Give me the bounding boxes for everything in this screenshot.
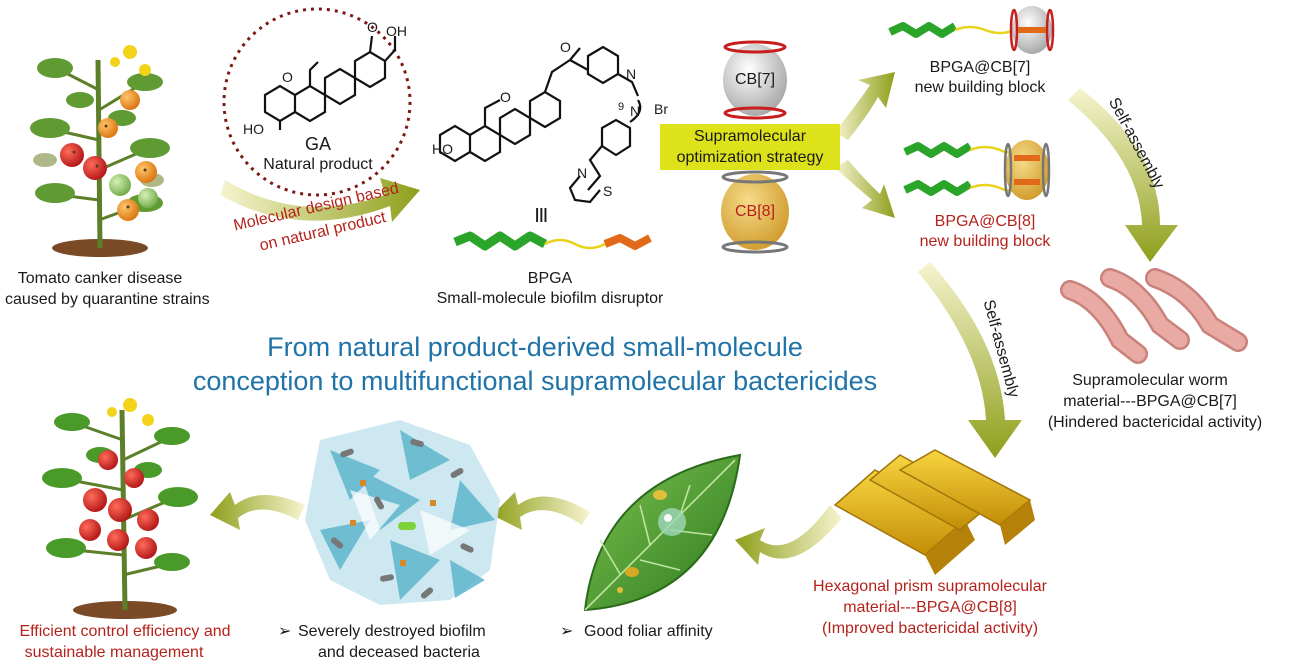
ga-oh-label: OH	[386, 23, 407, 39]
arrow-biofilm-to-plant	[210, 492, 305, 530]
arrow-split-down	[835, 160, 895, 218]
bpga-ho-label: HO	[432, 141, 453, 157]
bpga-nplus-label: N	[630, 103, 641, 119]
bpga-n-label: N	[626, 66, 637, 82]
arrow-split-up	[835, 72, 895, 140]
leaf-illustration	[583, 453, 742, 612]
bpga-chain-9: 9	[618, 101, 625, 113]
ga-label: GA	[305, 134, 332, 154]
bpga-s-label: S	[603, 183, 613, 199]
efficient-label-line1: Efficient control efficiency and	[19, 623, 231, 640]
bpga-br-label: Br	[654, 101, 668, 117]
arrow-self-assembly-1	[1068, 88, 1178, 262]
strategy-line1: Supramolecular	[693, 128, 807, 145]
bpga-cb8-block	[903, 140, 1051, 200]
bpga-description: Small-molecule biofilm disruptor	[436, 290, 664, 307]
bpga-cb7-block	[888, 6, 1055, 54]
arrow-design	[220, 178, 420, 222]
biofilm-illustration	[305, 420, 500, 605]
natural-product-label: Natural product	[263, 156, 373, 173]
biofilm-label-line1: Severely destroyed biofilm	[298, 623, 486, 640]
strategy-box	[660, 124, 840, 170]
bpga-cb8-label-line1: BPGA@CB[8]	[934, 213, 1036, 230]
biofilm-bullet: ➢	[278, 623, 292, 640]
cb8-macrocycle	[721, 170, 789, 254]
bpga-equiv-symbol: |||	[535, 206, 548, 223]
main-title-line1: From natural product-derived small-molec…	[267, 332, 803, 362]
tomato-caption-line2: caused by quarantine strains	[5, 291, 210, 308]
supramolecular-worms	[1060, 268, 1248, 364]
cb7-macrocycle	[723, 40, 787, 120]
bpga-cb8-label-line2: new building block	[919, 233, 1051, 250]
foliar-bullet: ➢	[560, 623, 574, 640]
bpga-schematic	[453, 231, 652, 251]
cb7-label: CB[7]	[735, 71, 776, 88]
strategy-line2: optimization strategy	[676, 149, 824, 166]
hexagonal-prisms	[833, 449, 1035, 575]
bpga-amide-o-label: O	[560, 39, 571, 55]
foliar-label: Good foliar affinity	[584, 623, 713, 640]
bpga-n2-label: N	[577, 165, 588, 181]
bpga-cb7-label-line1: BPGA@CB[7]	[929, 59, 1031, 76]
diseased-tomato-plant	[30, 45, 170, 257]
bpga-cb7-label-line2: new building block	[914, 79, 1046, 96]
bpga-structure	[438, 45, 642, 204]
ga-ho-label: HO	[243, 121, 264, 137]
tomato-caption-line1: Tomato canker disease	[17, 270, 183, 287]
arrow-self-assembly-2	[918, 262, 1022, 458]
hex-label-line2: material---BPGA@CB[8]	[843, 599, 1017, 616]
ga-acid-o-label: O	[367, 19, 378, 35]
worm-label-line1: Supramolecular worm	[1072, 372, 1228, 389]
worm-label-line2: material---BPGA@CB[7]	[1063, 393, 1237, 410]
main-title: From natural product-derived small-molec…	[130, 330, 940, 398]
main-title-line2: conception to multifunctional supramolec…	[192, 366, 878, 396]
hex-label-line3: (Improved bactericidal activity)	[821, 620, 1039, 637]
healthy-tomato-plant	[42, 398, 198, 619]
hex-label-line1: Hexagonal prism supramolecular	[813, 578, 1047, 595]
bpga-name: BPGA	[527, 270, 573, 287]
ga-structure	[263, 35, 397, 130]
bpga-keto-o-label: O	[500, 89, 511, 105]
biofilm-label-line2: and deceased bacteria	[318, 644, 480, 661]
cb8-label: CB[8]	[735, 203, 776, 220]
ga-keto-o-label: O	[282, 69, 293, 85]
arrow-prism-to-leaf	[735, 505, 842, 565]
worm-label-line3: (Hindered bactericidal activity)	[1047, 414, 1263, 431]
arrow-leaf-to-biofilm	[492, 492, 590, 530]
efficient-label-line2: sustainable management	[24, 644, 204, 661]
ga-dashed-circle	[222, 7, 412, 197]
